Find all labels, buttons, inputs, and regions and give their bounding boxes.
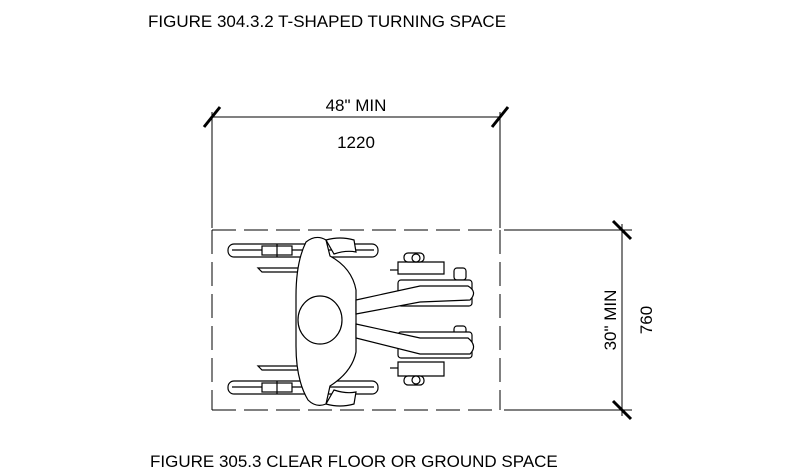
occupant-arm-top <box>325 237 357 255</box>
casters <box>403 252 467 386</box>
width-tick-right <box>490 106 510 128</box>
depth-metric-label: 760 <box>637 306 656 334</box>
occupant-leg-bottom <box>355 323 475 355</box>
depth-dimension <box>504 219 633 421</box>
depth-tick-bottom <box>611 399 633 421</box>
occupant-arm-bottom <box>325 389 357 407</box>
width-imperial-label: 48" MIN <box>326 96 387 115</box>
figure-caption-bottom: FIGURE 305.3 CLEAR FLOOR OR GROUND SPACE <box>150 452 558 471</box>
width-dimension <box>202 106 510 228</box>
occupant-head <box>297 295 343 345</box>
wheelchair-figure <box>227 236 475 407</box>
figure-caption-top: FIGURE 304.3.2 T-SHAPED TURNING SPACE <box>148 12 507 31</box>
width-tick-left <box>202 106 222 128</box>
width-metric-label: 1220 <box>337 133 375 152</box>
occupant-leg-top <box>355 285 475 315</box>
clear-floor-space-outline <box>211 229 501 411</box>
depth-imperial-label: 30" MIN <box>601 290 620 351</box>
depth-tick-top <box>611 219 633 241</box>
